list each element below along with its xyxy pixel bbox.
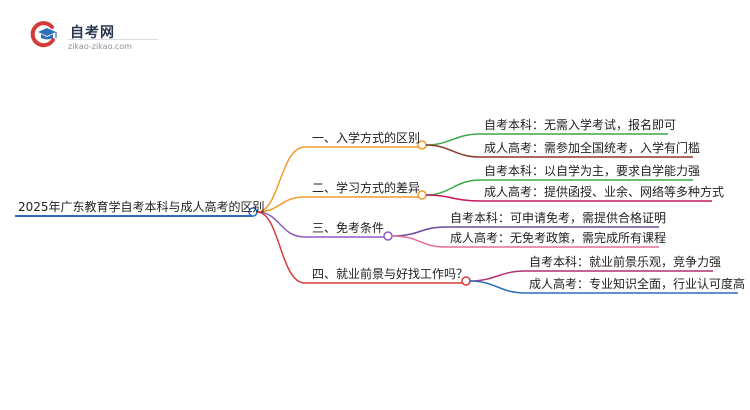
- connector-branch-4: [256, 211, 306, 284]
- connector-leaf-3-2: [391, 235, 447, 248]
- connector-leaf-2-1: [425, 179, 481, 196]
- logo-title: 自考网: [70, 25, 115, 41]
- connector-leaf-2-2: [425, 194, 481, 202]
- logo-subtitle: zikao-zikao.com: [68, 42, 132, 51]
- connector-branch-1: [256, 146, 306, 213]
- leaf-1-2-label: 成人高考：需参加全国统考，入学有门槛: [484, 141, 701, 155]
- connector-leaf-1-2: [425, 144, 481, 158]
- branch-3-dot: [383, 231, 393, 241]
- branch-4-label: 四、就业前景与好找工作吗？: [312, 267, 469, 281]
- connector-leaf-1-1: [425, 133, 481, 146]
- branch-2-label: 二、学习方式的差异: [312, 181, 421, 195]
- leaf-3-2-label: 成人高考：无免考政策，需完成所有课程: [450, 231, 667, 245]
- connector-branch-2: [256, 196, 306, 213]
- logo-divider: [68, 39, 158, 40]
- mindmap-root: 2025年广东教育学自考本科与成人高考的区别: [18, 200, 265, 214]
- connector-leaf-4-1: [469, 270, 526, 282]
- leaf-4-1-label: 自考本科：就业前景乐观，竞争力强: [529, 255, 722, 269]
- site-logo[interactable]: 自考网 zikao-zikao.com: [30, 20, 158, 51]
- graduation-cap-icon: [30, 21, 57, 48]
- branch-3-label: 三、免考条件: [312, 221, 385, 235]
- connector-leaf-3-1: [391, 226, 447, 237]
- leaf-2-2-label: 成人高考：提供函授、业余、网络等多种方式: [484, 185, 725, 199]
- connector-leaf-4-2: [469, 280, 526, 294]
- leaf-4-2-label: 成人高考：专业知识全面，行业认可度高: [529, 277, 746, 291]
- branch-1-label: 一、入学方式的区别: [312, 131, 421, 145]
- leaf-3-1-label: 自考本科：可申请免考，需提供合格证明: [450, 211, 667, 225]
- leaf-1-1-label: 自考本科：无需入学考试，报名即可: [484, 118, 677, 132]
- connector-branch-3: [256, 211, 306, 238]
- leaf-2-1-label: 自考本科：以自学为主，要求自学能力强: [484, 164, 701, 178]
